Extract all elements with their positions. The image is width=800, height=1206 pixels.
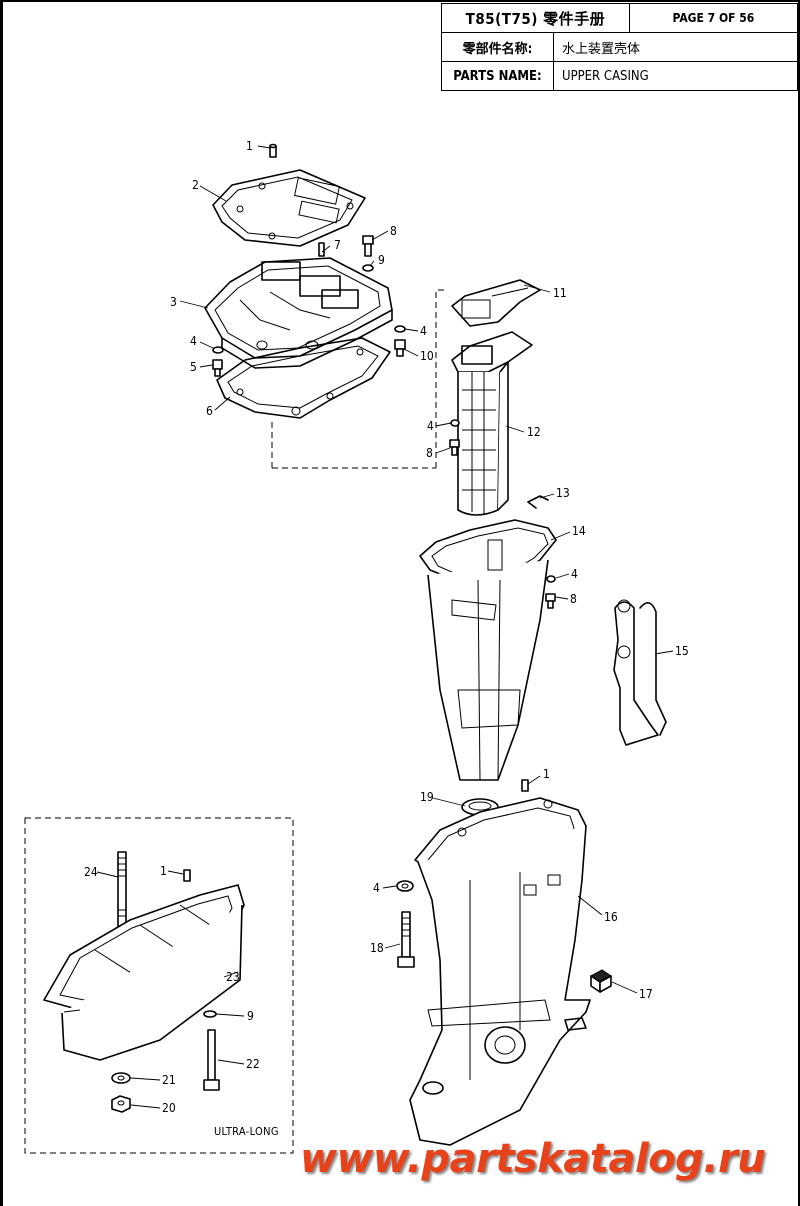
- part-8-bolt-top: [362, 235, 374, 257]
- callout-24: 24: [84, 865, 98, 879]
- dashed-connector-top: [271, 289, 444, 469]
- part-24-stud: [117, 851, 127, 933]
- callout-2: 2: [192, 178, 199, 192]
- callout-7: 7: [334, 238, 341, 252]
- part-14-upper-housing: [419, 519, 557, 781]
- part-4-washer-casing: [396, 880, 414, 892]
- part-4-washer-housing: [546, 575, 556, 583]
- callout-19: 19: [420, 790, 434, 804]
- callout-6: 6: [206, 404, 213, 418]
- callout-4-guide: 4: [427, 419, 434, 433]
- callout-17: 17: [639, 987, 653, 1001]
- callout-18: 18: [370, 941, 384, 955]
- callout-20: 20: [162, 1101, 176, 1115]
- callout-8-top: 8: [390, 224, 397, 238]
- callout-21: 21: [162, 1073, 176, 1087]
- part-3-adapter-plate: [204, 257, 393, 369]
- part-9-washer-inset: [203, 1010, 217, 1018]
- part-11-exhaust-gasket: [451, 279, 541, 327]
- callout-8-housing: 8: [570, 592, 577, 606]
- part-2-upper-gasket: [212, 169, 366, 247]
- part-23-extension-casing: [43, 884, 245, 1061]
- part-16-lower-casing: [409, 797, 591, 1146]
- callout-numbers: 1 2 3 4 5 6 7 8 9 4 10 11 12 4 8 13 14 4…: [84, 139, 689, 1115]
- part-4-washer-left: [212, 346, 224, 354]
- part-10-bolt: [394, 339, 406, 357]
- sheet-border-top: [0, 0, 800, 2]
- callout-12: 12: [527, 425, 541, 439]
- ultra-long-label: ULTRA-LONG: [214, 1125, 279, 1138]
- callout-13: 13: [556, 486, 570, 500]
- part-20-nut-inset: [111, 1095, 131, 1113]
- part-13-clip: [527, 495, 549, 509]
- callout-1-lower: 1: [543, 767, 550, 781]
- part-9-washer-top: [362, 264, 374, 272]
- page-indicator: PAGE 7 OF 56: [628, 3, 799, 33]
- part-8-bolt-housing: [545, 593, 556, 609]
- part-1-dowel-lower: [521, 779, 529, 792]
- callout-10: 10: [420, 349, 434, 363]
- callout-4-casing: 4: [373, 881, 380, 895]
- part-6-lower-gasket: [216, 337, 391, 419]
- callout-4-right: 4: [420, 324, 427, 338]
- callout-16: 16: [604, 910, 618, 924]
- sheet-border-left: [0, 0, 3, 1206]
- part-22-bolt-inset: [203, 1029, 220, 1091]
- title-block: T85(T75) 零件手册 PAGE 7 OF 56 零部件名称: 水上装置壳体…: [441, 3, 799, 91]
- callout-22: 22: [246, 1057, 260, 1071]
- part-4-washer-right: [394, 325, 406, 333]
- part-1-dowel-inset: [183, 869, 191, 882]
- callout-15: 15: [675, 644, 689, 658]
- part-1-dowel-top: [269, 143, 277, 158]
- callout-8-guide: 8: [426, 446, 433, 460]
- cn-parts-name-value: 水上装置壳体: [553, 32, 798, 62]
- part-21-washer-inset: [111, 1072, 131, 1084]
- callout-4-housing: 4: [571, 567, 578, 581]
- callout-9-inset: 9: [247, 1009, 254, 1023]
- callout-1-inset: 1: [160, 864, 167, 878]
- part-5-bolt-left: [212, 359, 223, 377]
- callout-11: 11: [553, 286, 567, 300]
- model-title: T85(T75) 零件手册: [441, 3, 630, 33]
- part-12-exhaust-guide: [451, 331, 533, 516]
- part-8-bolt-guide: [449, 439, 460, 456]
- en-parts-name-label: PARTS NAME:: [441, 61, 554, 91]
- callout-5: 5: [190, 360, 197, 374]
- callout-3: 3: [170, 295, 177, 309]
- en-parts-name-value: UPPER CASING: [553, 61, 798, 91]
- part-7-pin: [318, 242, 325, 257]
- part-17-plug: [590, 969, 612, 993]
- callout-9-top: 9: [378, 253, 385, 267]
- callout-23: 23: [226, 970, 240, 984]
- leader-lines: [96, 145, 674, 1109]
- ultra-long-inset-frame: [24, 817, 294, 1154]
- watermark: www.partskatalog.ru: [300, 1136, 766, 1182]
- callout-1-top: 1: [246, 139, 253, 153]
- part-18-long-bolt: [397, 911, 415, 968]
- callout-4-left: 4: [190, 334, 197, 348]
- sheet-border-right: [798, 0, 800, 1206]
- callout-14: 14: [572, 524, 586, 538]
- part-15-rubber-seal: [613, 599, 667, 746]
- part-4-washer-guide: [450, 419, 460, 427]
